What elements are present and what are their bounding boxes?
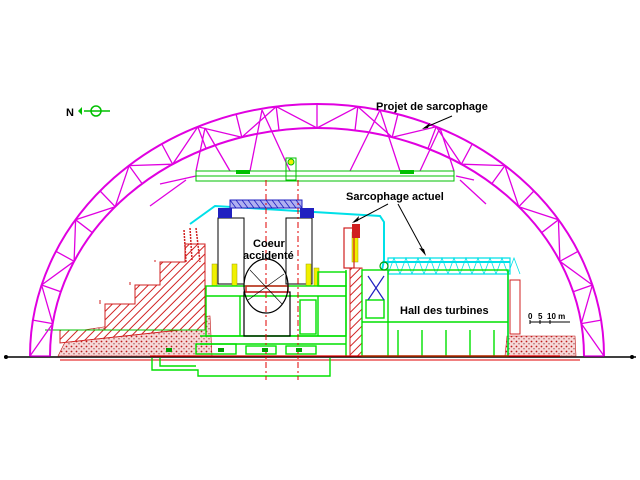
label-current-sarcophagus: Sarcophage actuel — [346, 191, 444, 203]
north-arrow-icon — [78, 105, 110, 117]
north-label: N — [66, 107, 74, 119]
label-core-line2: accidenté — [243, 250, 294, 262]
reactor-core-icon — [243, 258, 291, 337]
existing-sarcophagus — [189, 204, 510, 271]
new-arch-truss — [29, 103, 605, 357]
scale-label-10: 10 m — [547, 312, 565, 321]
label-turbine-hall: Hall des turbines — [400, 305, 489, 317]
scale-bar — [529, 320, 570, 324]
scale-label-5: 5 — [538, 312, 543, 321]
label-core-line1: Coeur — [253, 238, 286, 250]
rubble-right — [504, 335, 577, 357]
label-new-sarcophagus: Projet de sarcophage — [376, 101, 488, 113]
scale-label-0: 0 — [528, 312, 533, 321]
center-axis — [265, 180, 299, 380]
hatched-column — [349, 267, 363, 357]
cascade-wall — [59, 243, 206, 344]
